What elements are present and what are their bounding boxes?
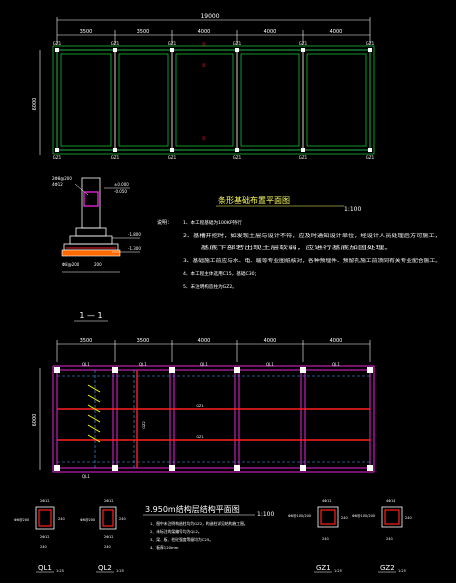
bay-dimension: 4000 xyxy=(264,338,277,344)
section-mark: ① xyxy=(202,136,207,142)
note-line: 4、板厚120mm xyxy=(150,545,179,550)
bay-dimension: 3500 xyxy=(80,29,93,35)
elevation-label: ±0.000 xyxy=(114,182,129,187)
column-label: GZ1 xyxy=(53,41,62,46)
plan-scale: 1:100 xyxy=(257,511,274,518)
foundation-plan: 19000 3500 3500 4000 4000 4000 6000 xyxy=(32,13,375,160)
rebar-label: Φ6@100/200 xyxy=(352,514,375,518)
beam-label: QL1 xyxy=(82,362,90,367)
column-label: GZ1 xyxy=(366,41,375,46)
column-label: GZ1 xyxy=(168,41,177,46)
note-line: 基底下部若出现土层软弱，应进行基底加固处理。 xyxy=(183,244,393,251)
dimension-label: 240 xyxy=(104,545,111,549)
total-dimension: 19000 xyxy=(200,13,219,20)
span-label: GZ1 xyxy=(196,404,203,408)
dimension-label: 240 xyxy=(405,516,412,520)
column-label: GZ1 xyxy=(53,155,62,160)
base-label: 200 xyxy=(94,262,102,267)
bay-dimension: 4000 xyxy=(198,338,211,344)
rebar-label: 2Φ12 xyxy=(40,535,49,539)
elevation-label: -0.050 xyxy=(114,189,127,194)
side-dimension: 6000 xyxy=(32,414,38,427)
structural-title-block: 3.950m结构层结构平面图 1:100 1、图中未注明构造柱均为GZ2，构造柱… xyxy=(143,504,274,550)
note-line: 4、本工程主体选用C15，基础C30； xyxy=(183,270,259,277)
column-label: GZ1 xyxy=(299,41,308,46)
bay-dimension: 3500 xyxy=(80,338,93,344)
beam-label: QL1 xyxy=(332,362,340,367)
span-label: GZ1 xyxy=(196,435,203,439)
column-label: GZ1 xyxy=(233,155,242,160)
detail-label: GZ2 xyxy=(380,564,395,572)
bay-dimension: 4000 xyxy=(198,29,211,35)
rebar-label: 2Φ12 xyxy=(104,535,113,539)
structural-plan-3950: 3500 3500 4000 4000 4000 6000 xyxy=(32,338,375,479)
rebar-label: Φ6@200 xyxy=(14,518,29,522)
detail-ql2: 2Φ12 Φ6@200 2Φ12 240 240 QL2 1:25 xyxy=(80,499,126,573)
note-line: 1、本工程基础为100KP持行 xyxy=(183,219,242,226)
dimension-label: 240 xyxy=(341,516,348,520)
rebar-label: Φ6@100/200 xyxy=(288,514,311,518)
base-label: Φ8@200 xyxy=(62,262,80,267)
detail-ql1: 2Φ12 Φ6@200 2Φ12 240 240 QL1 1:25 xyxy=(14,499,65,573)
detail-label: QL1 xyxy=(38,564,52,572)
note-line: 3、基础施工前应与水、电、暖等专业图纸核对，各种预埋件、预留孔施工前须同有关专业… xyxy=(183,257,441,264)
detail-label: QL2 xyxy=(98,564,112,572)
note-line: 5、未注明构造柱为GZ2。 xyxy=(183,283,237,290)
general-notes: 说明： 1、本工程基础为100KP持行 2、基槽开挖时，如发现土层与设计不符，应… xyxy=(157,219,441,290)
detail-scale: 1:25 xyxy=(56,569,64,573)
note-line: 3、梁、板、柱砼强度等级均为C25。 xyxy=(150,537,213,542)
rebar-label: 2Φ8@200 xyxy=(52,176,72,181)
plan-title: 3.950m结构层结构平面图 xyxy=(145,504,240,514)
bay-dimension: 3500 xyxy=(137,29,150,35)
column-label: GZ1 xyxy=(168,155,177,160)
beam-label: QL1 xyxy=(82,474,90,479)
plan-scale: 1:100 xyxy=(344,206,361,213)
detail-label: GZ1 xyxy=(316,564,331,572)
rebar-label: 4Φ12 xyxy=(322,499,331,503)
detail-scale: 1:25 xyxy=(334,569,342,573)
dimension-label: 240 xyxy=(119,517,126,521)
dimension-label: 240 xyxy=(322,537,329,541)
column-label: GZ1 xyxy=(111,41,120,46)
note-line: 2、未标注的梁编号均为QL2。 xyxy=(150,529,202,534)
bay-dimension: 4000 xyxy=(330,29,343,35)
section-mark: ① xyxy=(202,42,207,48)
bay-dimension: 4000 xyxy=(330,338,343,344)
plan-title: 条形基础布置平面图 xyxy=(218,195,290,205)
detail-gz1: 4Φ12 Φ6@100/200 240 240 GZ1 1:25 xyxy=(288,499,348,573)
span-label: GZ2 xyxy=(142,421,146,428)
detail-scale: 1:25 xyxy=(116,569,124,573)
bay-dimension: 3500 xyxy=(137,338,150,344)
elevation-label: -1.800 xyxy=(128,232,141,237)
column-label: GZ1 xyxy=(111,155,120,160)
rebar-label: Φ6@200 xyxy=(80,518,95,522)
elevation-label: -1.300 xyxy=(128,246,141,251)
beam-label: QL1 xyxy=(266,362,274,367)
beam-label: QL1 xyxy=(200,362,208,367)
column-label: GZ1 xyxy=(233,41,242,46)
bay-dimension: 4000 xyxy=(264,29,277,35)
dimension-label: 240 xyxy=(58,517,65,521)
rebar-label: 2Φ12 xyxy=(104,499,113,503)
dimension-label: 240 xyxy=(386,537,393,541)
notes-heading: 说明： xyxy=(157,219,172,226)
column-label: GZ1 xyxy=(299,155,308,160)
rebar-label: 4Φ12 xyxy=(52,182,63,187)
dimension-label: 240 xyxy=(40,545,47,549)
detail-scale: 1:25 xyxy=(398,569,406,573)
rebar-label: 4Φ14 xyxy=(386,499,396,503)
column-label: GZ1 xyxy=(366,155,375,160)
section-mark: ① xyxy=(202,63,207,69)
rebar-label: 2Φ12 xyxy=(40,499,49,503)
section-mark-label: 1 — 1 xyxy=(79,311,102,320)
note-line: 1、图中未注明构造柱均为GZ2，构造柱详见结构施工图。 xyxy=(150,521,248,526)
section-detail-1-1: 2Φ8@200 4Φ12 ±0.000 -0.050 -1.800 -1.300… xyxy=(52,176,141,322)
beam-label: QL1 xyxy=(139,362,147,367)
detail-gz2: 4Φ14 Φ6@100/200 240 240 GZ2 1:25 xyxy=(352,499,412,573)
side-dimension: 6000 xyxy=(32,98,38,111)
note-line: 2、基槽开挖时，如发现土层与设计不符，应及时通知设计单位，经设计人员处理后方可施… xyxy=(183,232,441,239)
foundation-title-block: 条形基础布置平面图 1:100 xyxy=(216,195,361,213)
